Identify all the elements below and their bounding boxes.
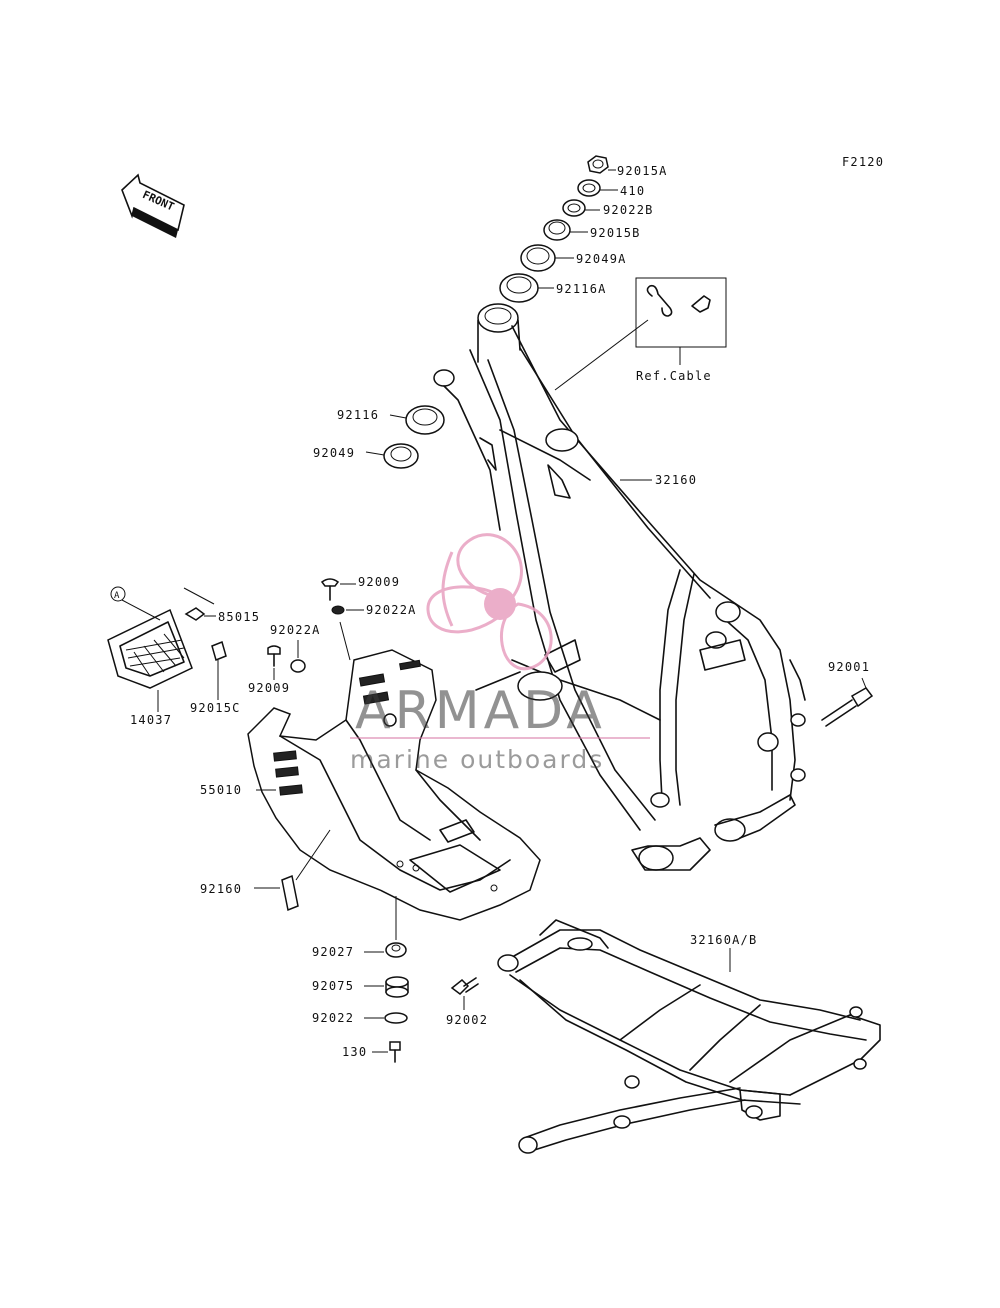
label-410: 410 xyxy=(620,184,645,198)
figure-code: F2120 xyxy=(842,155,884,169)
label-92022B: 92022B xyxy=(603,203,654,217)
lower-fasteners xyxy=(364,942,479,1063)
propeller-logo-icon xyxy=(426,533,553,671)
label-92022A-left: 92022A xyxy=(270,623,321,637)
label-92015C: 92015C xyxy=(190,701,241,715)
steering-hardware xyxy=(383,155,609,469)
ref-cable-note: Ref.Cable xyxy=(636,369,712,383)
label-92116A: 92116A xyxy=(556,282,607,296)
callout-a: A xyxy=(114,591,120,601)
sub-frame xyxy=(497,919,881,1154)
label-85015: 85015 xyxy=(218,610,260,624)
label-92022A-top: 92022A xyxy=(366,603,417,617)
label-92002: 92002 xyxy=(446,1013,488,1027)
bolt-92001 xyxy=(821,677,874,727)
label-92009-top: 92009 xyxy=(358,575,400,589)
ref-cable-box: Ref.Cable xyxy=(554,277,727,391)
label-92116: 92116 xyxy=(337,408,379,422)
label-92015A: 92015A xyxy=(617,164,668,178)
label-92075: 92075 xyxy=(312,979,354,993)
label-92001: 92001 xyxy=(828,660,870,674)
label-14037: 14037 xyxy=(130,713,172,727)
watermark: ARMADA marine outboards xyxy=(350,533,650,774)
label-92160: 92160 xyxy=(200,882,242,896)
label-92009-left: 92009 xyxy=(248,681,290,695)
label-130: 130 xyxy=(342,1045,367,1059)
label-55010: 55010 xyxy=(200,783,242,797)
label-32160AB: 32160A/B xyxy=(690,933,757,947)
radiator-guard: A xyxy=(107,586,227,712)
label-92027: 92027 xyxy=(312,945,354,959)
label-92049A: 92049A xyxy=(576,252,627,266)
front-arrow-icon: FRONT xyxy=(121,173,185,238)
stack-leaders xyxy=(365,169,618,456)
main-frame xyxy=(433,303,806,871)
label-92015B: 92015B xyxy=(590,226,641,240)
label-92022: 92022 xyxy=(312,1011,354,1025)
label-92049: 92049 xyxy=(313,446,355,460)
label-32160: 32160 xyxy=(655,473,697,487)
small-fasteners xyxy=(267,578,364,680)
skid-plate xyxy=(247,649,541,940)
watermark-tagline: marine outboards xyxy=(350,745,604,774)
part-labels: 92015A 410 92022B 92015B 92049A 92116A 9… xyxy=(130,164,870,1059)
watermark-brand: ARMADA xyxy=(355,681,606,741)
